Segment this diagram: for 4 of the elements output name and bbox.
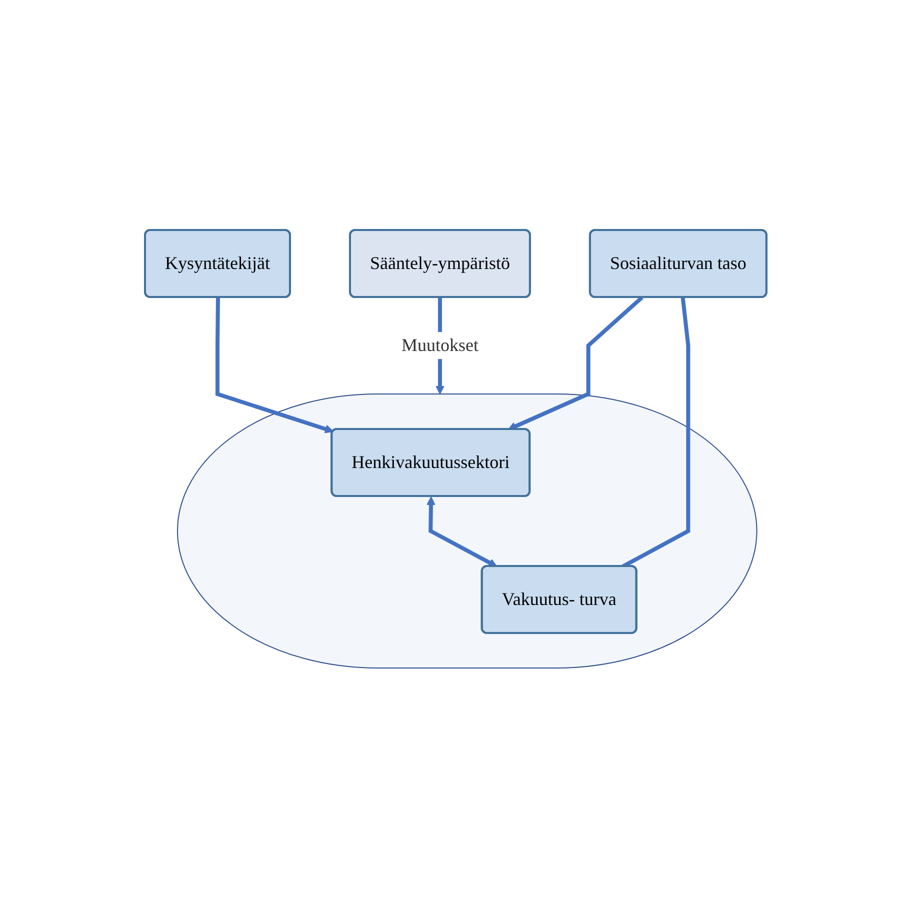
edge-label: Muutokset — [402, 335, 479, 355]
arrow — [426, 496, 498, 567]
arrow — [216, 297, 334, 434]
arrow — [508, 296, 644, 430]
